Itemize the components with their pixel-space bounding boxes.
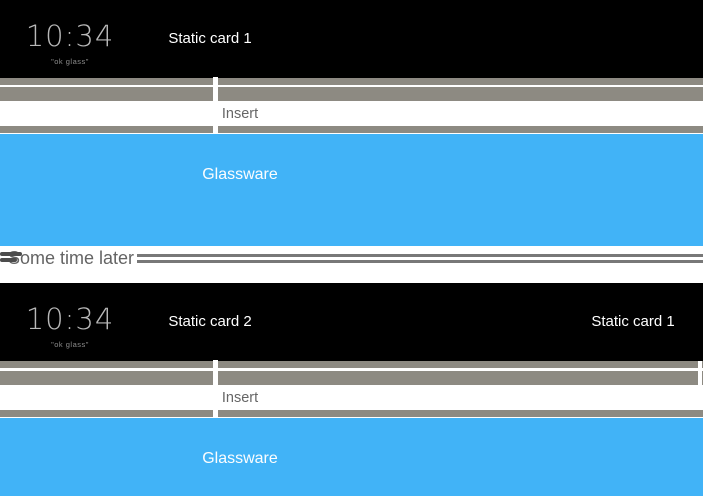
insert-row: Insert bbox=[0, 385, 703, 410]
home-card: 10:34 "ok glass" Static card 1 bbox=[0, 0, 703, 78]
timeline-bar-main bbox=[0, 87, 703, 101]
card-boundary-gap bbox=[213, 360, 218, 385]
timeline-state-1: 10:34 "ok glass" Static card 1 Insert Gl… bbox=[0, 0, 703, 246]
static-card-2-label: Static card 2 bbox=[168, 313, 252, 330]
home-card: 10:34 "ok glass" Static card 2 Static ca… bbox=[0, 283, 703, 361]
clock-time: 10:34 bbox=[25, 302, 115, 336]
insert-label: Insert bbox=[221, 390, 259, 406]
timeline-state-2: 10:34 "ok glass" Static card 2 Static ca… bbox=[0, 283, 703, 496]
card-boundary-gap bbox=[213, 126, 218, 133]
ok-glass-hotword: "ok glass" bbox=[51, 57, 89, 66]
timeline-bar-top bbox=[0, 361, 703, 368]
timeline-bar-bottom bbox=[0, 410, 703, 417]
card-boundary-gap-right bbox=[698, 361, 702, 385]
glassware-label: Glassware bbox=[202, 165, 278, 183]
timeline-continuation-lines bbox=[137, 246, 703, 266]
timeline-bar-top bbox=[0, 78, 703, 85]
clock-time: 10:34 bbox=[25, 19, 115, 53]
timeline-bar-bottom bbox=[0, 126, 703, 133]
static-card-1-label: Static card 1 bbox=[591, 313, 675, 330]
insert-row: Insert bbox=[0, 101, 703, 126]
card-stack-icon bbox=[0, 246, 24, 264]
static-card-1-label: Static card 1 bbox=[168, 30, 252, 47]
glassware-panel: Glassware bbox=[0, 417, 703, 496]
glassware-panel: Glassware bbox=[0, 133, 703, 246]
ok-glass-hotword: "ok glass" bbox=[51, 340, 89, 349]
divider-label: Some time later bbox=[8, 248, 135, 268]
glassware-label: Glassware bbox=[202, 449, 278, 467]
time-divider: Some time later bbox=[0, 246, 703, 283]
card-boundary-gap bbox=[213, 76, 218, 101]
insert-label: Insert bbox=[221, 106, 259, 122]
timeline-bar-main bbox=[0, 370, 703, 385]
card-boundary-gap bbox=[213, 410, 218, 417]
